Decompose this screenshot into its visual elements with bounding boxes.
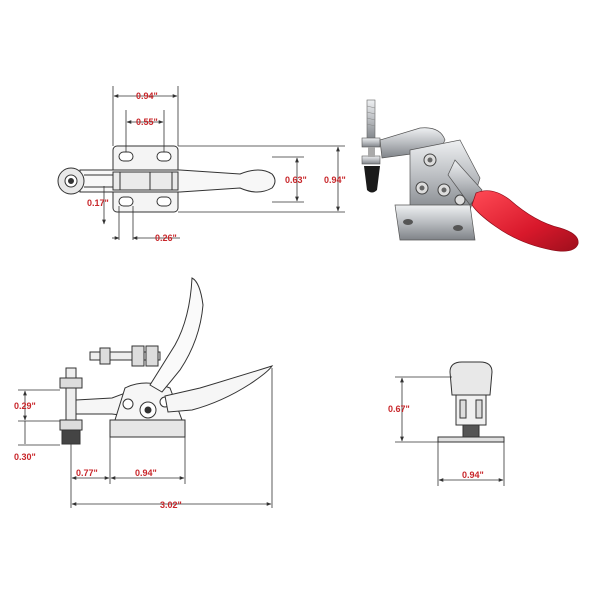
top-slot-offset-label: 0.17" [87,198,109,208]
side-base-height-label: 0.30" [14,452,36,462]
side-base-length-label: 0.94" [135,468,157,478]
clamp-base [394,204,476,241]
top-view-dimension-lines [102,86,345,240]
clamp-product-photo [361,99,579,252]
front-base-width-label: 0.94" [462,470,484,480]
top-height-inner-label: 0.63" [285,175,307,185]
top-width-overall-label: 0.94" [136,91,158,101]
side-overall-length-label: 3.02" [160,500,182,510]
front-view-drawing [437,361,505,443]
side-view-dimension-lines [18,368,273,508]
side-reach-label: 0.77" [76,468,98,478]
front-height-label: 0.67" [388,404,410,414]
side-view-drawing [59,277,274,445]
red-handle-grip [471,190,579,252]
top-slot-width-label: 0.26" [155,233,177,243]
front-view-dimension-lines [395,376,505,486]
rubber-tip [364,166,380,193]
top-view-drawing [57,145,276,213]
top-hole-spacing-label: 0.55" [136,117,158,127]
top-height-overall-label: 0.94" [324,175,346,185]
side-spindle-height-label: 0.29" [14,401,36,411]
